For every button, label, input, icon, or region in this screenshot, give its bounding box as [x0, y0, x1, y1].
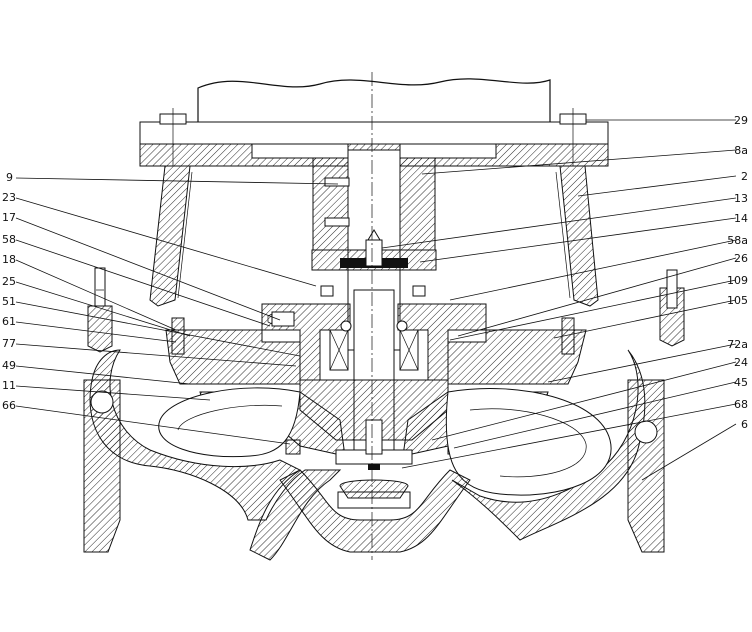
- callout-51: 51: [2, 295, 16, 308]
- callout-9: 9: [6, 171, 13, 184]
- callout-29: 29: [734, 114, 748, 127]
- leader-lines-left: [15, 177, 339, 445]
- leader-lines-right: [381, 119, 737, 481]
- callout-58: 58: [2, 233, 16, 246]
- callout-23: 23: [2, 191, 16, 204]
- callout-105: 105: [727, 294, 748, 307]
- callout-2: 2: [741, 170, 748, 183]
- callouts-left: 9 23 17 58 18 25 51 61 77 49 11 66: [2, 171, 16, 412]
- motor-housing: [197, 78, 551, 122]
- callout-14: 14: [734, 212, 748, 225]
- casing-cover: [165, 317, 587, 385]
- callout-72a: 72a: [727, 338, 748, 351]
- shaft-assembly: [311, 149, 437, 457]
- side-lugs: [87, 267, 685, 353]
- callouts-right: 29 8a 2 13 14 58a 26 109 105 72a 24 45 6…: [727, 114, 748, 431]
- callout-17: 17: [2, 211, 16, 224]
- callout-24: 24: [734, 356, 748, 369]
- callout-25: 25: [2, 275, 16, 288]
- callout-77: 77: [2, 337, 16, 350]
- callout-45: 45: [734, 376, 748, 389]
- callout-26: 26: [734, 252, 748, 265]
- callout-66: 66: [2, 399, 16, 412]
- callout-13: 13: [734, 192, 748, 205]
- callout-8a: 8a: [734, 144, 748, 157]
- callout-109: 109: [727, 274, 748, 287]
- callout-61: 61: [2, 315, 16, 328]
- callout-6: 6: [741, 418, 748, 431]
- callout-18: 18: [2, 253, 16, 266]
- volute-casing: [83, 349, 665, 561]
- bearing-housing: [261, 303, 487, 381]
- callout-58a: 58a: [727, 234, 748, 247]
- callout-11: 11: [2, 379, 16, 392]
- callout-68: 68: [734, 398, 748, 411]
- callout-49: 49: [2, 359, 16, 372]
